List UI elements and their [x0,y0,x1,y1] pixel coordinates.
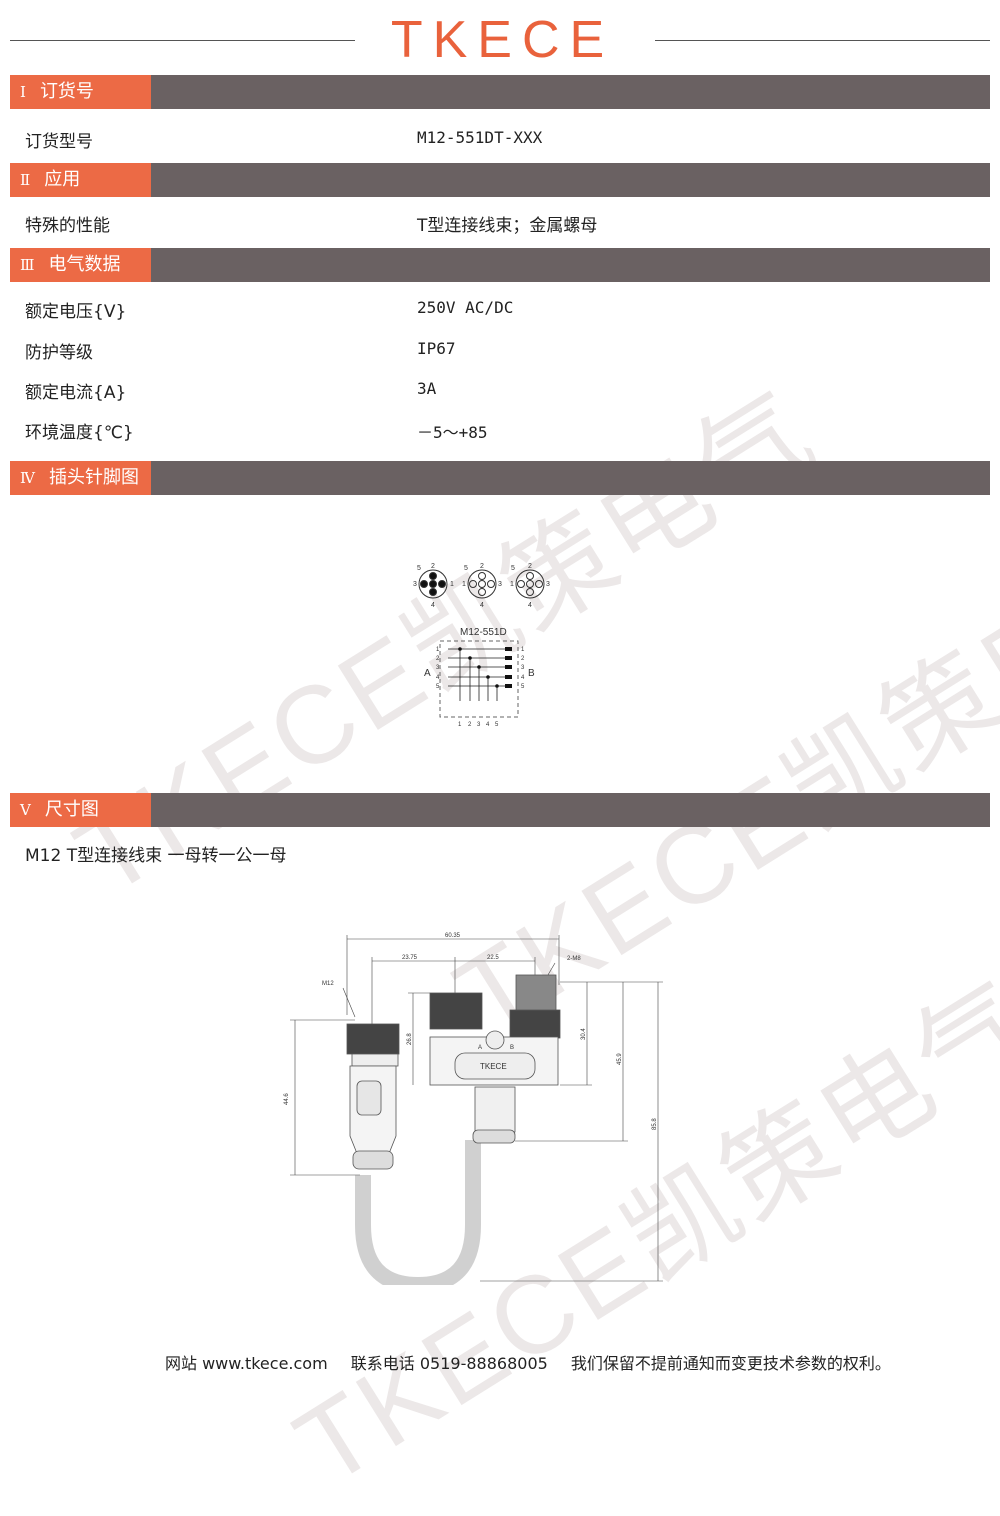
wiring-frame [439,640,519,718]
svg-text:3: 3 [498,581,502,588]
svg-text:4: 4 [528,602,532,609]
svg-text:1: 1 [462,581,466,588]
mark-b: B [510,1045,514,1051]
protection-value: IP67 [417,339,456,358]
footer: 网站 www.tkece.com 联系电话 0519-88868005 我们保留… [165,1350,909,1374]
svg-text:1: 1 [458,722,462,728]
svg-text:5: 5 [521,684,525,690]
footer-website: 网站 www.tkece.com [165,1354,328,1373]
pin-label: 2 [431,563,435,570]
pin-face-male [418,569,448,599]
section-title: 插头针脚图 [49,467,139,488]
svg-text:5: 5 [464,565,468,572]
section-number: Ⅲ [20,256,35,274]
current-label: 额定电流{A} [25,383,127,403]
section-bar-order: Ⅰ 订货号 [10,75,990,109]
svg-text:3: 3 [436,665,440,671]
dim-26-8: 26.8 [407,1033,413,1045]
svg-text:4: 4 [480,602,484,609]
dim-44-6: 44.6 [284,1093,290,1105]
order-label: 订货型号 [25,132,93,152]
section-number: Ⅴ [20,801,31,819]
svg-text:1: 1 [521,647,525,653]
temperature-value: －5～+85 [417,423,488,442]
svg-text:5: 5 [495,722,499,728]
dim-60-35: 60.35 [445,933,461,939]
svg-text:4: 4 [521,675,525,681]
side-a-label: A [424,668,431,679]
section-bar-dimensions: Ⅴ 尺寸图 [10,793,990,827]
side-b-label: B [528,668,535,679]
svg-text:2: 2 [528,563,532,570]
svg-text:4: 4 [436,675,440,681]
section-title: 电气数据 [48,254,121,275]
pin-label: 3 [413,581,417,588]
current-value: 3A [417,379,437,398]
section-title: 尺寸图 [44,799,99,820]
svg-text:5: 5 [436,684,440,690]
voltage-value: 250V AC/DC [417,298,514,317]
svg-text:2: 2 [436,656,440,662]
pin-label: 1 [450,581,454,588]
section-title: 订货号 [39,81,94,102]
dimension-caption: M12 T型连接线束 一母转一公一母 [25,846,287,866]
section-bar-pinout: Ⅳ 插头针脚图 [10,461,990,495]
pin-face-female [467,569,545,599]
section-number: Ⅳ [20,469,35,487]
svg-text:2: 2 [521,656,525,662]
voltage-label: 额定电压{V} [25,302,127,322]
dim-22-5: 22.5 [487,955,499,961]
section-number: Ⅱ [20,171,31,189]
wiring-model: M12-551D [460,627,507,638]
dim-2-m8: 2-M8 [567,956,581,962]
protection-label: 防护等级 [25,343,93,363]
mark-a: A [478,1045,482,1051]
svg-text:3: 3 [477,722,481,728]
svg-text:1: 1 [510,581,514,588]
pin-label: 4 [431,602,435,609]
svg-text:1: 1 [436,647,440,653]
temperature-label: 环境温度{℃} [25,423,134,443]
dim-m12: M12 [322,981,334,987]
section-title: 应用 [44,169,81,190]
order-value: M12-551DT-XXX [417,128,543,147]
section-bar-application: Ⅱ 应用 [10,163,990,197]
dim-23-75: 23.75 [402,955,418,961]
connector-outlines [346,974,561,1285]
svg-text:3: 3 [521,665,525,671]
svg-text:4: 4 [486,722,490,728]
wiring-lines [448,648,508,701]
header-rule-left [10,40,355,41]
section-number: Ⅰ [20,83,26,101]
dim-45-9: 45.9 [617,1053,623,1065]
section-bar-electrical: Ⅲ 电气数据 [10,248,990,282]
svg-text:2: 2 [468,722,472,728]
dim-30-4: 30.4 [581,1028,587,1040]
footer-notice: 我们保留不提前通知而变更技术参数的权利。 [570,1354,891,1373]
header-rule-right [655,40,990,41]
dim-85-8: 85.8 [652,1118,658,1130]
dimension-drawing: 60.35 23.75 22.5 M12 2-M8 44.6 26.8 30.4… [284,933,663,1285]
svg-text:3: 3 [546,581,550,588]
svg-text:2: 2 [480,563,484,570]
application-value: T型连接线束；金属螺母 [417,216,598,236]
svg-text:5: 5 [511,565,515,572]
body-logo: TKECE [480,1062,507,1071]
pin-label: 5 [417,565,421,572]
footer-phone: 联系电话 0519-88868005 [350,1354,548,1373]
application-label: 特殊的性能 [25,216,110,236]
brand-logo: TKECE [390,11,615,69]
